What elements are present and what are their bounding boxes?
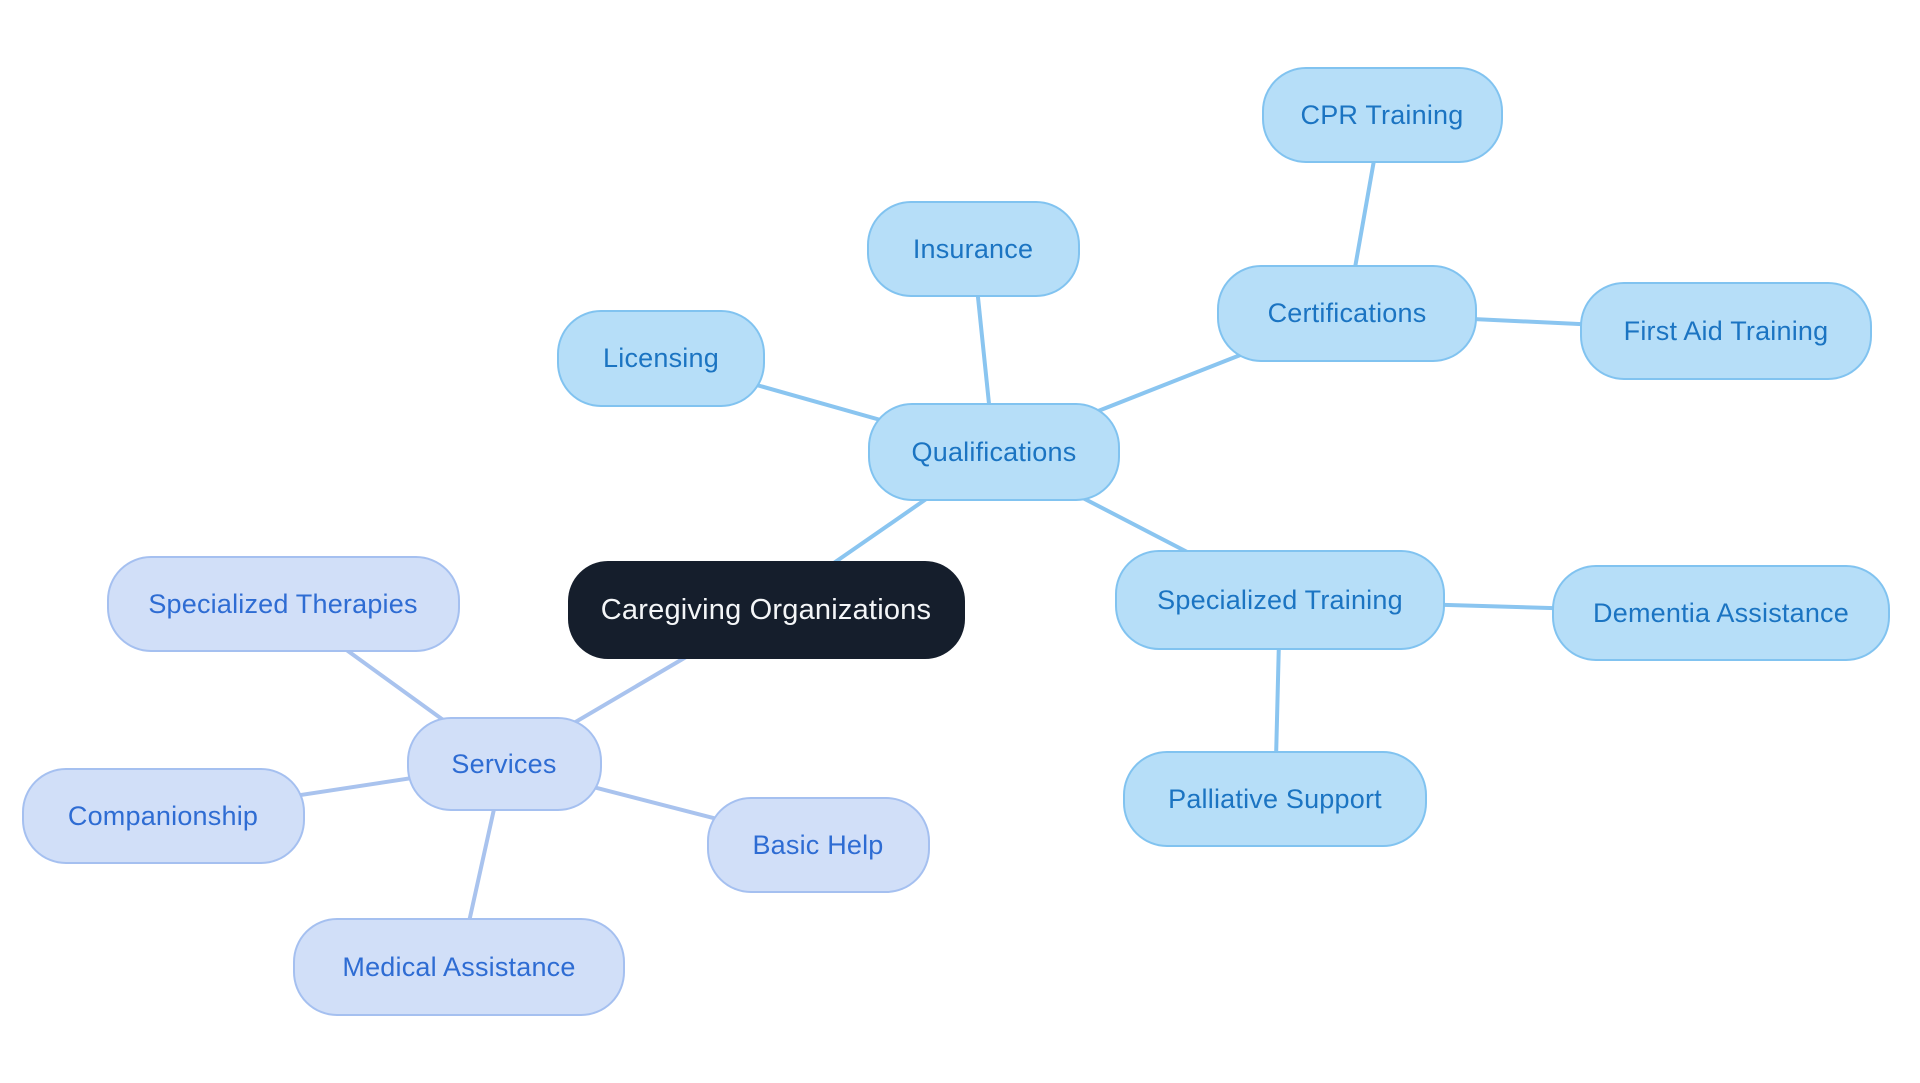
node-spec-therapies[interactable]: Specialized Therapies [106,556,460,652]
node-spec-training[interactable]: Specialized Training [1115,550,1445,650]
node-label-qualifications: Qualifications [911,436,1077,467]
node-dementia[interactable]: Dementia Assistance [1552,565,1890,661]
node-label-cpr-training: CPR Training [1300,99,1464,130]
node-certifications[interactable]: Certifications [1217,264,1477,362]
node-qualifications[interactable]: Qualifications [868,403,1120,501]
node-label-spec-therapies: Specialized Therapies [148,588,418,619]
node-label-basic-help: Basic Help [752,829,884,860]
node-label-services: Services [451,748,557,779]
node-first-aid[interactable]: First Aid Training [1580,282,1872,380]
node-palliative[interactable]: Palliative Support [1123,751,1427,847]
node-label-dementia: Dementia Assistance [1593,597,1849,628]
node-label-certifications: Certifications [1267,297,1427,328]
node-central[interactable]: Caregiving Organizations [567,561,965,659]
node-services[interactable]: Services [406,717,602,811]
node-label-spec-training: Specialized Training [1157,584,1403,615]
node-label-medical: Medical Assistance [342,951,576,982]
node-licensing[interactable]: Licensing [557,309,765,407]
node-label-central: Caregiving Organizations [600,593,932,626]
node-label-insurance: Insurance [912,233,1034,264]
node-insurance[interactable]: Insurance [866,201,1080,297]
node-medical[interactable]: Medical Assistance [293,918,625,1016]
node-companionship[interactable]: Companionship [21,768,305,864]
node-basic-help[interactable]: Basic Help [706,797,930,893]
node-cpr-training[interactable]: CPR Training [1261,67,1503,163]
node-label-licensing: Licensing [603,342,719,373]
node-label-first-aid: First Aid Training [1623,315,1829,346]
node-label-companionship: Companionship [67,800,259,831]
node-label-palliative: Palliative Support [1168,783,1382,814]
